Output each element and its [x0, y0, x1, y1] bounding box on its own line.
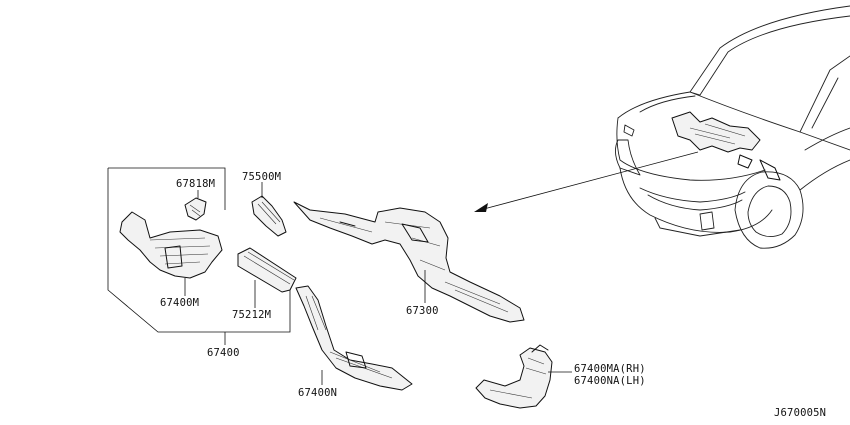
- label-67400NA: 67400NA(LH): [574, 375, 646, 387]
- label-67400: 67400: [207, 347, 240, 359]
- part-labels: 67818M 75500M 67400M 75212M 67400 67300 …: [160, 171, 826, 419]
- part-67400M: [119, 211, 223, 296]
- assembly-box-67400: [107, 167, 291, 345]
- car-illustration: [615, 5, 850, 249]
- part-67400MA-NA: [475, 344, 572, 409]
- label-75212M: 75212M: [232, 309, 271, 321]
- label-67818M: 67818M: [176, 178, 215, 190]
- pointer-arrow: [474, 151, 699, 212]
- part-75212M: [237, 247, 297, 308]
- part-67300: [293, 201, 525, 323]
- label-67300: 67300: [406, 305, 439, 317]
- part-75500M: [251, 182, 287, 237]
- part-67818M: [184, 190, 207, 221]
- label-67400M: 67400M: [160, 297, 199, 309]
- label-75500M: 75500M: [242, 171, 281, 183]
- part-67400N: [295, 285, 413, 391]
- label-67400MA: 67400MA(RH): [574, 363, 646, 375]
- diagram-code: J670005N: [774, 407, 826, 419]
- label-67400N: 67400N: [298, 387, 337, 399]
